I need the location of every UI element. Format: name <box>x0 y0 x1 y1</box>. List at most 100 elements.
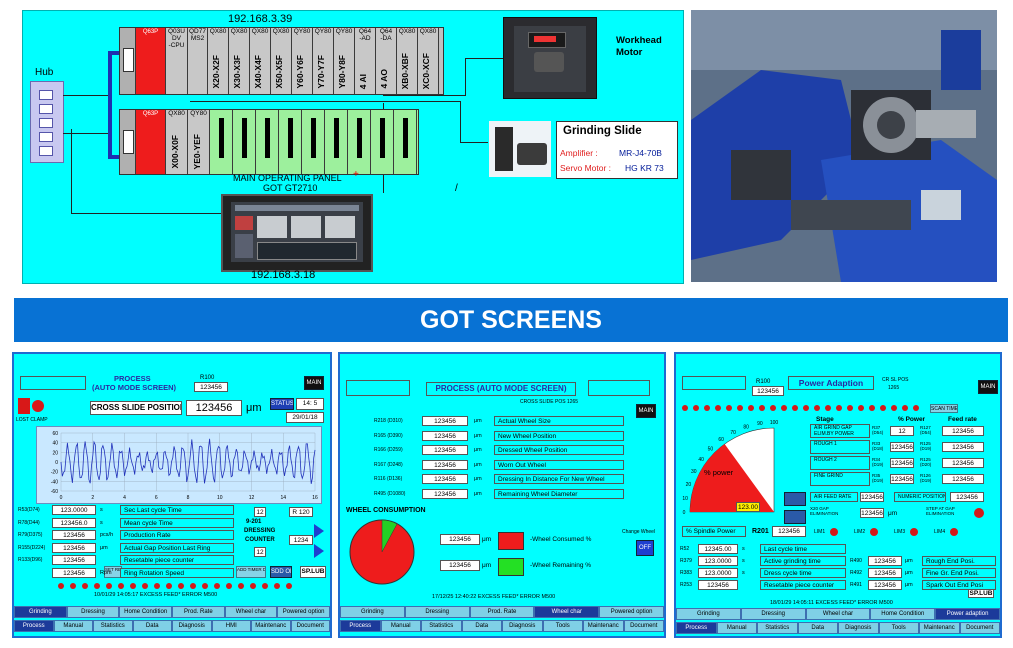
value-field: 123.0000 <box>698 568 738 578</box>
value-field: 123456 <box>422 430 468 441</box>
tab-data[interactable]: Data <box>797 622 838 634</box>
stage-register: R33 (D18) <box>872 441 884 451</box>
screen3-alarm: 18/01/29 14:05:11 EXCESS FEED* ERROR M50… <box>770 600 893 606</box>
screen3-main-button[interactable]: MAIN <box>978 380 998 394</box>
screen2-main-button[interactable]: MAIN <box>636 404 656 418</box>
scan-time-button[interactable]: SCAN TIME <box>930 404 958 413</box>
stage-header: Stage <box>816 416 834 423</box>
tab-data[interactable]: Data <box>132 620 172 632</box>
tab-wheel-char[interactable]: Wheel char <box>805 608 871 620</box>
tab-document[interactable]: Document <box>623 620 664 632</box>
register-label: R492 <box>850 570 862 576</box>
add-timer-button[interactable]: ADD TIMER DRESS NO <box>236 566 266 578</box>
row-label: Spark Out End Posi <box>922 580 996 590</box>
tab-diagnosis[interactable]: Diagnosis <box>838 622 879 634</box>
tab-tools[interactable]: Tools <box>878 622 919 634</box>
tab-diagnosis[interactable]: Diagnosis <box>502 620 543 632</box>
arrow-right-icon[interactable] <box>314 524 324 538</box>
tab-dressing[interactable]: Dressing <box>740 608 806 620</box>
wheel-consumed-label: -Wheel Consumed % <box>530 536 592 543</box>
gauge-tick-label: 100 <box>770 420 779 426</box>
value-field: 123456 <box>868 556 902 566</box>
tab-statistics[interactable]: Statistics <box>93 620 133 632</box>
air-feed-value: 123456 <box>860 492 884 502</box>
tab-powered-option[interactable]: Powered option <box>599 606 664 618</box>
gauge-tick-label: 30 <box>691 469 697 475</box>
grinding-slide-box: Grinding Slide Amplifier : MR-J4-70B Ser… <box>556 121 678 179</box>
tab-prod-rate[interactable]: Prod. Rate <box>172 606 225 618</box>
status-lamp <box>682 405 688 411</box>
r201-value: 123456 <box>772 526 806 537</box>
screen2-title: PROCESS (AUTO MODE SCREEN) <box>426 382 576 396</box>
value-field: 123456 <box>698 580 738 590</box>
tab-statistics[interactable]: Statistics <box>421 620 462 632</box>
tab-data[interactable]: Data <box>461 620 502 632</box>
status-button[interactable]: STATUS <box>270 398 294 410</box>
tab-grinding[interactable]: Grinding <box>676 608 741 620</box>
register-label: R379 <box>680 558 692 564</box>
screen1-time: 14: 5 <box>296 398 324 410</box>
tab-manual[interactable]: Manual <box>380 620 421 632</box>
screen1-main-button[interactable]: MAIN <box>304 376 324 390</box>
splub-label: SP.LUB <box>300 566 326 578</box>
tab-manual[interactable]: Manual <box>716 622 757 634</box>
tab-manual[interactable]: Manual <box>53 620 93 632</box>
got-panel-image <box>221 194 373 272</box>
stage-feed: 123456 <box>942 458 984 468</box>
status-lamp <box>250 583 256 589</box>
set-reset-button[interactable]: SET RESET <box>104 566 122 578</box>
tab-dressing[interactable]: Dressing <box>404 606 470 618</box>
tab-home-condition[interactable]: Home Condition <box>119 606 172 618</box>
tab-statistics[interactable]: Statistics <box>757 622 798 634</box>
tab-tools[interactable]: Tools <box>542 620 583 632</box>
tab-grinding[interactable]: Grinding <box>14 606 67 618</box>
status-lamp <box>781 405 787 411</box>
value-field: 123456 <box>52 530 96 540</box>
cable-link <box>108 51 126 159</box>
x-tick-label: 4 <box>123 495 126 501</box>
servo-value: HG KR 73 <box>625 163 664 173</box>
tab-prod-rate[interactable]: Prod. Rate <box>469 606 535 618</box>
hub-label: Hub <box>35 67 54 78</box>
tab-diagnosis[interactable]: Diagnosis <box>172 620 212 632</box>
workhead-motor-label: Motor <box>616 47 643 58</box>
row-label: Resetable piece counter <box>760 580 846 590</box>
tab-home-condition[interactable]: Home Condition <box>870 608 936 620</box>
tab-power-adaption[interactable]: Power adaption <box>935 608 1000 620</box>
unit-label: μm <box>100 544 108 551</box>
tab-maintenanc[interactable]: Maintenanc <box>583 620 624 632</box>
register-label: R166 (D259) <box>374 447 403 453</box>
tab-process[interactable]: Process <box>340 620 381 632</box>
arrow-right-icon[interactable] <box>314 544 324 558</box>
tab-powered-option[interactable]: Powered option <box>277 606 330 618</box>
got-screens-banner: GOT SCREENS <box>14 298 1008 342</box>
amplifier-label: Amplifier : <box>560 148 598 158</box>
tab-document[interactable]: Document <box>290 620 330 632</box>
status-lamp <box>836 405 842 411</box>
sdd-on-button[interactable]: SDD ON <box>270 566 292 578</box>
stage-feed: 123456 <box>942 474 984 484</box>
change-wheel-toggle[interactable]: OFF <box>636 540 654 556</box>
row-label: Sec Last cycle Time <box>120 505 234 515</box>
gauge-label: % power <box>704 468 734 477</box>
panel-label: MAIN OPERATING PANEL <box>233 173 342 183</box>
tab-dressing[interactable]: Dressing <box>66 606 120 618</box>
dressing-counter-code: 9-201 <box>246 519 262 525</box>
r120-label: R 120 <box>289 507 313 517</box>
screen1-box-12: 12 <box>254 507 266 517</box>
tab-maintenanc[interactable]: Maintenanc <box>919 622 960 634</box>
tab-wheel-char[interactable]: Wheel char <box>534 606 600 618</box>
servo-label: Servo Motor : <box>560 163 612 173</box>
row-label: Remaining Wheel Diameter <box>494 488 624 499</box>
tab-process[interactable]: Process <box>676 622 717 634</box>
tab-maintenanc[interactable]: Maintenanc <box>251 620 291 632</box>
tab-hmi[interactable]: HMI <box>211 620 251 632</box>
tab-process[interactable]: Process <box>14 620 54 632</box>
tab-grinding[interactable]: Grinding <box>340 606 405 618</box>
tab-document[interactable]: Document <box>959 622 1000 634</box>
tab-wheel-char[interactable]: Wheel char <box>224 606 278 618</box>
io-slot <box>325 110 348 174</box>
